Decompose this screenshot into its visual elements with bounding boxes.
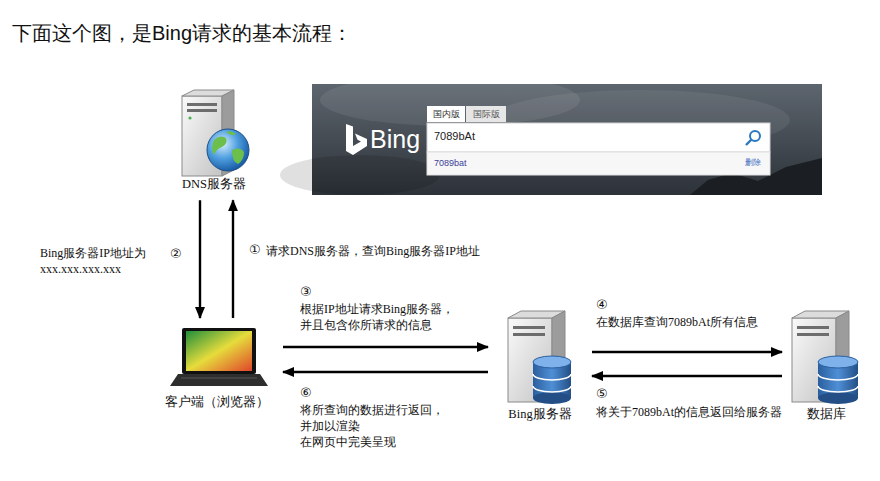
edge-label-wrap: 根据IP地址请求Bing服务器， 并且包含你所请求的信息 <box>300 301 490 333</box>
bing-screenshot-art <box>280 74 822 195</box>
label-wrap: ② <box>170 246 182 263</box>
screen-text: 删除 <box>745 158 761 168</box>
screen-text: 7089bat <box>434 158 467 169</box>
screen-text: 7089bAt <box>434 130 475 143</box>
text-wrap: 删除 <box>745 158 761 168</box>
dns-server: DNS服务器 <box>172 88 256 196</box>
node-label: DNS服务器 <box>182 176 246 192</box>
flow-arrow <box>592 351 782 353</box>
flow-arrow <box>283 371 488 373</box>
callout-number: ① <box>249 242 261 259</box>
step-description: Bing服务器IP地址为 xxx.xxx.xxx.xxx <box>40 245 166 277</box>
flow-arrow <box>592 375 782 377</box>
callout-number: ⑥ <box>300 385 312 402</box>
label-wrap: ④ <box>596 297 608 314</box>
text-wrap: Bing <box>370 124 420 154</box>
laptop-icon <box>170 328 268 386</box>
screen-text: 国际版 <box>473 109 500 120</box>
step-description: 根据IP地址请求Bing服务器， 并且包含你所请求的信息 <box>300 301 490 333</box>
dns-server-icon <box>182 90 249 176</box>
screen-text: Bing <box>370 124 420 154</box>
node-label: 客户端（浏览器） <box>165 394 269 410</box>
database-server: 数据库 <box>786 310 866 426</box>
flow-arrow <box>283 346 488 348</box>
edge-label-wrap: 将所查询的数据进行返回， 并加以渲染 在网页中完美呈现 <box>300 402 470 450</box>
edge-label-wrap: 请求DNS服务器，查询Bing服务器IP地址 <box>266 243 480 259</box>
edge-label-wrap: 在数据库查询7089bAt所有信息 <box>596 314 758 330</box>
flow-arrow <box>232 200 234 318</box>
diagram-title: 下面这个图，是Bing请求的基本流程： <box>12 20 352 46</box>
text-wrap: 7089bAt <box>434 130 475 143</box>
search-panel: 国内版 国际版 7089bAt 7089bat 删除 <box>427 106 770 176</box>
label-wrap: ③ <box>300 284 312 301</box>
flow-arrow <box>199 200 201 318</box>
database-icon <box>792 311 858 404</box>
step-description: 请求DNS服务器，查询Bing服务器IP地址 <box>266 243 480 259</box>
callout-number: ⑤ <box>596 386 608 403</box>
text-wrap: 7089bat <box>434 158 467 169</box>
label-wrap: ⑤ <box>596 386 608 403</box>
client-browser: 客户端（浏览器） <box>155 322 279 414</box>
edge-label-wrap: 将关于7089bAt的信息返回给服务器 <box>596 404 782 420</box>
edge-label-wrap: Bing服务器IP地址为 xxx.xxx.xxx.xxx <box>40 245 166 277</box>
callout-number: ② <box>170 246 182 263</box>
label-wrap: ① <box>249 242 261 259</box>
node-label: 数据库 <box>807 406 846 422</box>
bing-server: Bing服务器 <box>492 310 588 426</box>
bing-server-icon <box>508 311 571 404</box>
text-wrap: 国际版 <box>473 109 500 120</box>
step-description: 在数据库查询7089bAt所有信息 <box>596 314 758 330</box>
screen-text: 国内版 <box>433 109 460 120</box>
step-description: 将所查询的数据进行返回， 并加以渲染 在网页中完美呈现 <box>300 402 470 450</box>
callout-number: ③ <box>300 284 312 301</box>
callout-number: ④ <box>596 297 608 314</box>
node-label: Bing服务器 <box>508 406 571 422</box>
text-wrap: 国内版 <box>433 109 460 120</box>
label-wrap: ⑥ <box>300 385 312 402</box>
bing-screenshot: Bing 国内版 国际版 7089bAt 7089bat 删除 <box>312 84 822 195</box>
step-description: 将关于7089bAt的信息返回给服务器 <box>596 404 782 420</box>
title-wrap: 下面这个图，是Bing请求的基本流程： <box>12 20 352 46</box>
